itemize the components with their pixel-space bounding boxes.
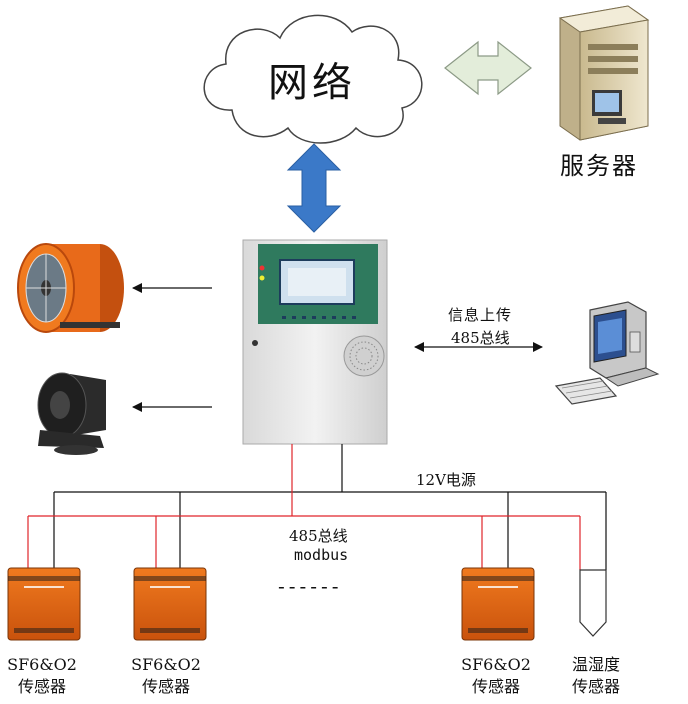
- temp-sensor-label: 温湿度 传感器: [558, 654, 634, 698]
- temp-sensor-label-type: 温湿度: [571, 655, 620, 674]
- uplink-bus-label: 485总线: [451, 329, 510, 347]
- sensor-label-2-type: SF6&O2: [131, 655, 201, 674]
- fan-icon: [17, 243, 124, 333]
- blue-double-arrow-icon: [286, 143, 342, 233]
- computer-icon: [554, 301, 660, 405]
- bus-wiring: [27, 444, 581, 570]
- sensor-label-1-kind: 传感器: [17, 677, 66, 696]
- server-label: 服务器: [560, 152, 638, 180]
- temp-humidity-probe: [579, 569, 607, 637]
- modbus-label: modbus: [294, 546, 349, 564]
- sf6-o2-sensor-3: [461, 567, 535, 641]
- sensor-label-2-kind: 传感器: [141, 677, 190, 696]
- double-arrow-icon: [444, 40, 532, 96]
- sensor-label-2: SF6&O2 传感器: [128, 654, 204, 698]
- sensor-label-3-kind: 传感器: [471, 677, 520, 696]
- power-label: 12V电源: [416, 471, 476, 489]
- sensor-label-1-type: SF6&O2: [7, 655, 77, 674]
- server-icon: [558, 5, 650, 141]
- uplink-label: 信息上传: [448, 306, 513, 324]
- controller-cabinet: [242, 239, 388, 445]
- sensor-label-3-type: SF6&O2: [461, 655, 531, 674]
- bus-label: 485总线: [289, 527, 348, 545]
- network-cloud: [203, 14, 423, 144]
- sf6-o2-sensor-2: [133, 567, 207, 641]
- sensor-label-3: SF6&O2 传感器: [458, 654, 534, 698]
- temp-sensor-label-kind: 传感器: [571, 677, 620, 696]
- ellipsis-label: ------: [278, 574, 343, 598]
- cloud-label: 网络: [268, 60, 356, 106]
- sensor-label-1: SF6&O2 传感器: [4, 654, 80, 698]
- horn-speaker-icon: [37, 372, 106, 455]
- power-wiring: [53, 444, 607, 570]
- sf6-o2-sensor-1: [7, 567, 81, 641]
